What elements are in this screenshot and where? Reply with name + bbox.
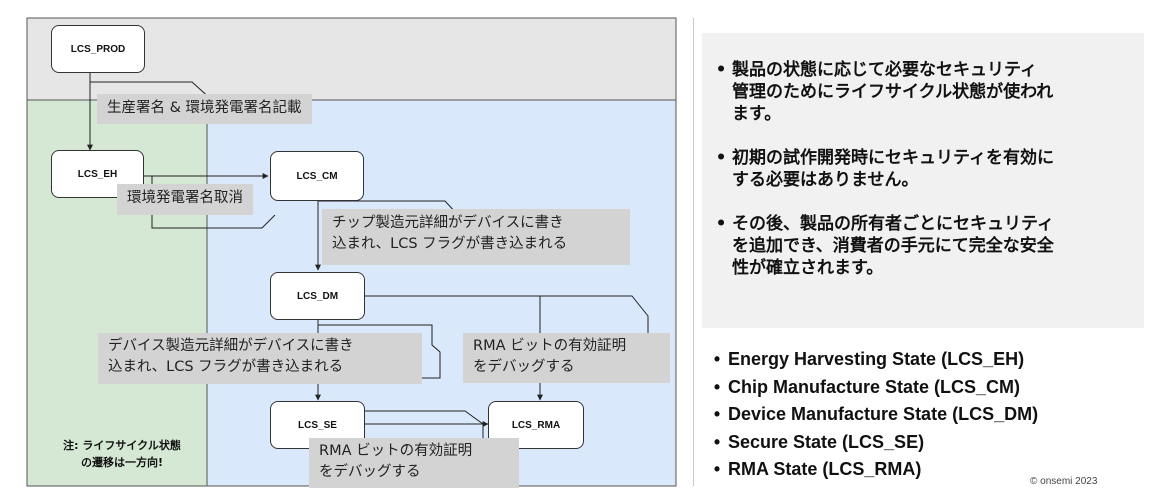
- label-dm-to-rma-line-1: RMA ビットの有効証明: [473, 338, 627, 354]
- bullet-icon: •: [713, 431, 721, 452]
- bullet-icon: •: [713, 349, 721, 369]
- bullet-icon: •: [715, 214, 727, 234]
- info-point-1-line-2: 管理のためにライフサイクル状態が使われ: [732, 82, 1054, 102]
- fold-dm-to-rma: [540, 295, 649, 335]
- state-label: Device Manufacture State (LCS_DM): [728, 404, 1039, 425]
- label-cm-to-dm: チップ製造元詳細がデバイスに書き 込まれ、LCS フラグが書き込まれる: [322, 209, 630, 265]
- node-lcs-eh: LCS_EH: [51, 150, 144, 198]
- bullet-icon: •: [713, 376, 721, 397]
- bullet-icon: •: [713, 404, 721, 425]
- state-label: RMA State (LCS_RMA): [728, 459, 922, 480]
- node-lcs-prod: LCS_PROD: [51, 25, 145, 73]
- list-item: • Secure State (LCS_SE): [706, 429, 1038, 457]
- lifecycle-state-list: • Energy Harvesting State (LCS_EH) • Chip …: [706, 346, 1038, 484]
- note-line-1: 注: ライフサイクル状態: [63, 439, 181, 452]
- list-item: • Chip Manufacture State (LCS_CM): [706, 374, 1038, 402]
- label-dm-to-rma-line-2: をデバッグする: [473, 359, 575, 375]
- info-point-3-line-1: その後、製品の所有者ごとにセキュリティ: [732, 214, 1054, 234]
- label-cm-to-dm-line-1: チップ製造元詳細がデバイスに書き: [332, 215, 564, 231]
- fold-se-to-rma: [365, 410, 484, 438]
- copyright-notice: © onsemi 2023: [1030, 476, 1098, 487]
- list-item: • Device Manufacture State (LCS_DM): [706, 401, 1038, 429]
- info-point-3-line-2: を追加でき、消費者の手元にて完全な安全: [732, 236, 1054, 256]
- state-label: Chip Manufacture State (LCS_CM): [728, 376, 1021, 397]
- list-item: • RMA State (LCS_RMA): [706, 456, 1038, 484]
- label-prod-to-eh: 生産署名 & 環境発電署名記載: [97, 94, 312, 124]
- info-point: • 初期の試作開発時にセキュリティを有効に する必要はありません。: [710, 147, 1128, 191]
- state-label: Energy Harvesting State (LCS_EH): [728, 349, 1025, 369]
- panel-divider: [693, 18, 694, 486]
- lifecycle-diagram: LCS_PROD LCS_EH LCS_CM LCS_DM LCS_SE LCS…: [26, 17, 677, 488]
- label-se-to-rma: RMA ビットの有効証明 をデバッグする: [309, 438, 519, 488]
- state-label: Secure State (LCS_SE): [728, 431, 925, 452]
- node-lcs-dm: LCS_DM: [270, 272, 365, 320]
- label-prod-to-eh-text: 生産署名 & 環境発電署名記載: [107, 100, 302, 116]
- node-lcs-rma: LCS_RMA: [488, 401, 584, 449]
- list-item: • Energy Harvesting State (LCS_EH): [706, 346, 1038, 374]
- label-eh-to-cm-text: 環境発電署名取消: [127, 190, 243, 206]
- label-dm-to-se: デバイス製造元詳細がデバイスに書き 込まれ、LCS フラグが書き込まれる: [98, 333, 422, 384]
- lifecycle-info-box: • 製品の状態に応じて必要なセキュリティ 管理のためにライフサイクル状態が使われ…: [702, 33, 1144, 328]
- bullet-icon: •: [715, 148, 727, 168]
- label-se-to-rma-line-1: RMA ビットの有効証明: [319, 443, 473, 459]
- bullet-icon: •: [713, 459, 721, 480]
- info-point-3-line-3: 性が確立されます。: [732, 258, 884, 278]
- fold-dm-to-se: [317, 320, 441, 379]
- label-dm-to-se-line-1: デバイス製造元詳細がデバイスに書き: [108, 338, 354, 354]
- note-line-2: の遷移は一方向!: [80, 456, 164, 469]
- label-se-to-rma-line-2: をデバッグする: [319, 464, 421, 480]
- info-point-1-line-3: ます。: [732, 104, 782, 124]
- info-point-1-line-1: 製品の状態に応じて必要なセキュリティ: [732, 60, 1037, 80]
- one-way-transition-note: 注: ライフサイクル状態 の遷移は一方向!: [36, 437, 208, 471]
- label-cm-to-dm-line-2: 込まれ、LCS フラグが書き込まれる: [332, 236, 568, 252]
- info-point-2-line-2: する必要はありません。: [732, 170, 919, 190]
- info-point-2-line-1: 初期の試作開発時にセキュリティを有効に: [732, 148, 1054, 168]
- label-eh-to-cm: 環境発電署名取消: [117, 184, 253, 215]
- info-point: • 製品の状態に応じて必要なセキュリティ 管理のためにライフサイクル状態が使われ…: [710, 59, 1128, 125]
- bullet-icon: •: [715, 60, 727, 80]
- label-dm-to-se-line-2: 込まれ、LCS フラグが書き込まれる: [108, 359, 344, 375]
- label-dm-to-rma: RMA ビットの有効証明 をデバッグする: [463, 333, 670, 383]
- node-lcs-cm: LCS_CM: [270, 151, 364, 201]
- info-point: • その後、製品の所有者ごとにセキュリティ を追加でき、消費者の手元にて完全な安…: [710, 213, 1128, 279]
